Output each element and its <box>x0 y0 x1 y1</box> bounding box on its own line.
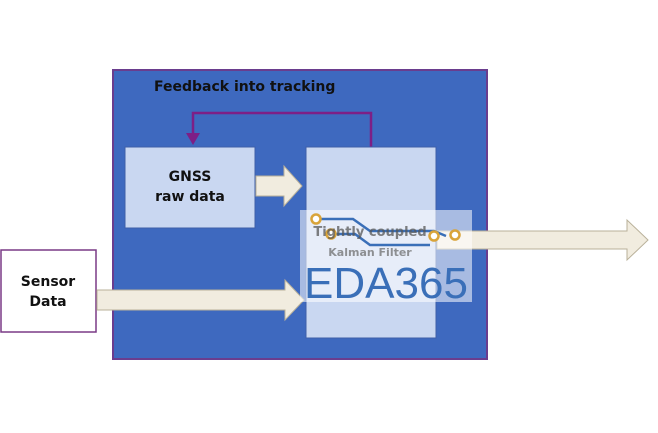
sensor-to-filter-arrow <box>96 278 305 322</box>
watermark-text: EDA365 <box>304 259 468 308</box>
watermark-node-3 <box>428 230 440 242</box>
watermark-circuit-trace-2 <box>331 232 430 247</box>
feedback-line <box>191 111 373 147</box>
watermark-node-1 <box>310 213 322 225</box>
sensor-label-line1: Sensor <box>21 274 75 290</box>
gnss-raw-data-box <box>124 146 256 229</box>
filter-label-line1: Tightly coupled <box>313 225 426 240</box>
watermark-node-4 <box>449 229 461 241</box>
gnss-to-filter-arrow <box>255 164 303 208</box>
feedback-label: Feedback into tracking <box>154 79 335 95</box>
sensor-label-line2: Data <box>29 294 66 310</box>
sensor-data-box <box>0 249 97 333</box>
gnss-label-line1: GNSS <box>169 169 212 185</box>
gnss-label-line2: raw data <box>155 189 225 205</box>
watermark-background <box>300 210 472 302</box>
filter-label-line2: Kalman Filter <box>328 246 412 259</box>
watermark-node-2 <box>325 228 337 240</box>
eda365-watermark <box>300 210 472 302</box>
feedback-arrowhead <box>186 133 200 145</box>
